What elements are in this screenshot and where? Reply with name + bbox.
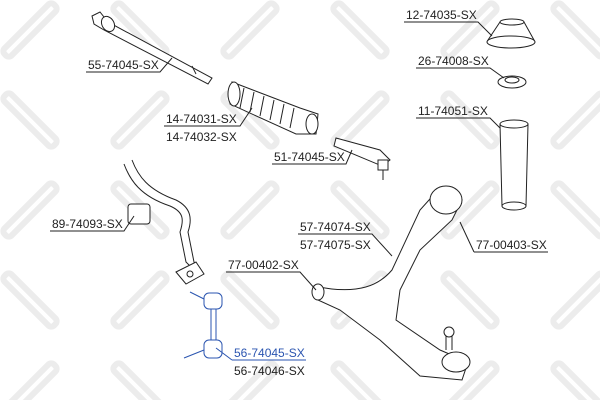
watermark-mark (110, 90, 170, 150)
watermark-mark (550, 270, 600, 330)
watermark-mark (0, 360, 60, 400)
tie-rod-part (91, 11, 213, 85)
part-label-arm-bushing-rear[interactable]: 77-00403-SX (476, 238, 547, 252)
part-label-tie-rod-end[interactable]: 51-74045-SX (274, 150, 345, 164)
part-label-dust-boot[interactable]: 11-74051-SX (418, 104, 488, 118)
watermark-mark (550, 0, 600, 60)
lower-arm-part (311, 185, 471, 381)
tie-rod-end-part (333, 137, 391, 180)
part-label-stab-link-a[interactable]: 56-74045-SX (234, 346, 305, 360)
part-label-stab-link-b[interactable]: 56-74046-SX (234, 364, 305, 378)
bearing-part (497, 75, 527, 89)
part-label-tie-rod[interactable]: 55-74045-SX (88, 58, 159, 72)
watermark-mark (550, 90, 600, 150)
watermark-mark (220, 270, 280, 330)
watermark-mark (220, 90, 280, 150)
watermark-mark (440, 180, 500, 240)
stabilizer-bar-part (123, 159, 205, 285)
dust-boot-part (499, 119, 529, 211)
leader-lines (50, 21, 548, 361)
watermark-mark (110, 270, 170, 330)
part-label-arm-a[interactable]: 57-74074-SX (300, 220, 371, 234)
stabilizer-link-part (183, 291, 223, 359)
watermark-mark (440, 90, 500, 150)
watermark-mark (0, 180, 60, 240)
watermark-mark (0, 90, 60, 150)
watermark-mark (0, 270, 60, 330)
watermark-mark (0, 0, 60, 60)
watermark-mark (440, 0, 500, 60)
steering-boot-part (227, 81, 319, 135)
part-label-arm-b[interactable]: 57-74075-SX (300, 238, 371, 252)
watermark-mark (330, 360, 390, 400)
part-label-strut-mount[interactable]: 12-74035-SX (406, 8, 477, 22)
watermark-mark (220, 360, 280, 400)
watermark-mark (330, 180, 390, 240)
watermark-mark (110, 360, 170, 400)
part-label-stab-bushing[interactable]: 89-74093-SX (52, 217, 123, 231)
part-label-bearing[interactable]: 26-74008-SX (418, 54, 489, 68)
watermark-mark (550, 360, 600, 400)
watermark-mark (220, 180, 280, 240)
watermark-mark (440, 360, 500, 400)
watermark-mark (330, 0, 390, 60)
part-label-arm-bushing-front[interactable]: 77-00402-SX (228, 258, 299, 272)
watermark-mark (220, 0, 280, 60)
part-label-boot-a[interactable]: 14-74031-SX (166, 112, 237, 126)
watermark-mark (550, 180, 600, 240)
part-label-boot-b[interactable]: 14-74032-SX (166, 130, 237, 144)
strut-mount-part (486, 18, 536, 49)
watermark-mark (440, 270, 500, 330)
